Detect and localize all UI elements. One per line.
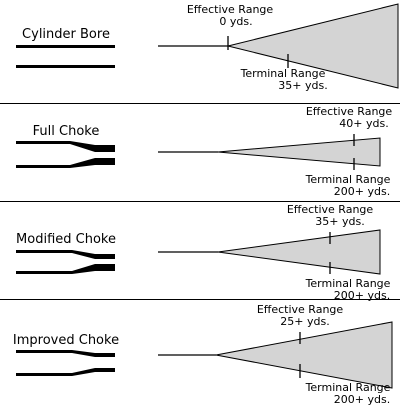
terminal-range-label: Terminal Range 200+ yds. xyxy=(305,277,391,302)
effective-range-label: Effective Range 25+ yds. xyxy=(256,303,344,328)
terminal-range-label: Terminal Range 200+ yds. xyxy=(305,173,391,198)
barrel-diagram xyxy=(16,250,115,274)
effective-range-label: Effective Range 35+ yds. xyxy=(286,203,374,228)
barrel-diagram xyxy=(16,141,115,168)
choke-label: Improved Choke xyxy=(12,333,120,348)
choke-label: Full Choke xyxy=(32,124,100,139)
shot-pattern-cone xyxy=(158,3,399,89)
terminal-range-label: Terminal Range 200+ yds. xyxy=(305,381,391,406)
barrel-diagram xyxy=(16,45,115,68)
choke-label: Modified Choke xyxy=(16,232,116,247)
choke-label: Cylinder Bore xyxy=(22,27,110,42)
panel-full-choke: Full Choke Effective Range 40+ yds. Term… xyxy=(0,104,400,202)
panel-modified-choke: Modified Choke Effective Range 35+ yds. … xyxy=(0,202,400,302)
effective-range-label: Effective Range 0 yds. xyxy=(186,3,274,28)
panel-cylinder-bore: Cylinder Bore Effective Range 0 yds. Ter… xyxy=(0,0,400,104)
panel-improved-choke: Improved Choke Effective Range 25+ yds. … xyxy=(0,300,400,416)
shot-pattern-cone xyxy=(158,134,381,170)
barrel-diagram xyxy=(16,350,115,376)
effective-range-label: Effective Range 40+ yds. xyxy=(305,105,393,130)
shot-pattern-cone xyxy=(158,229,381,275)
terminal-range-label: Terminal Range 35+ yds. xyxy=(240,67,328,92)
shot-pattern-cone xyxy=(158,321,393,389)
